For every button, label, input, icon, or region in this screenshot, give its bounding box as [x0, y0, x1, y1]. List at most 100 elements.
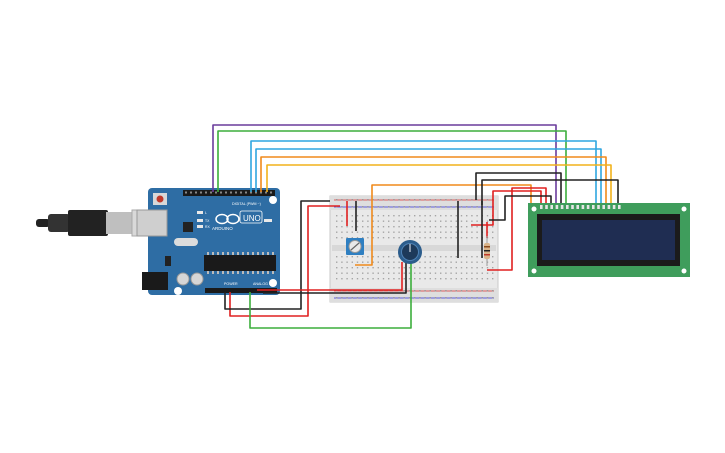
wire-black-pot[interactable] — [263, 262, 407, 294]
breadboard-hole — [476, 231, 478, 233]
breadboard-hole — [377, 256, 379, 258]
breadboard-hole — [429, 231, 431, 233]
breadboard-hole — [362, 231, 364, 233]
chip-leg — [272, 271, 274, 274]
breadboard-hole — [486, 272, 489, 274]
header-pin — [230, 191, 232, 194]
breadboard-hole — [460, 226, 463, 228]
breadboard-hole — [356, 256, 359, 258]
breadboard-hole — [492, 256, 494, 258]
breadboard-hole — [414, 272, 416, 274]
wire-purple[interactable] — [212, 124, 557, 207]
breadboard-hole — [445, 226, 447, 228]
breadboard-hole — [492, 261, 494, 263]
breadboard-hole — [440, 297, 442, 299]
breadboard-hole — [408, 237, 411, 239]
chip-leg — [252, 271, 254, 274]
lcd-16x2[interactable] — [528, 203, 690, 277]
trimmer-potentiometer[interactable] — [346, 238, 364, 255]
breadboard-hole — [398, 206, 400, 208]
wire-black-lcd-1[interactable] — [475, 172, 562, 207]
breadboard-hole — [486, 206, 489, 208]
breadboard-hole — [424, 199, 426, 201]
breadboard-hole — [398, 297, 400, 299]
header-pin — [190, 191, 192, 194]
chip-leg — [257, 271, 259, 274]
breadboard-hole — [382, 199, 385, 201]
wire-green-top[interactable] — [217, 130, 567, 207]
breadboard-hole — [356, 237, 359, 239]
breadboard-hole — [336, 278, 338, 280]
chip-leg — [227, 252, 229, 255]
power-header-label: POWER — [224, 282, 238, 286]
breadboard-hole — [356, 272, 359, 274]
led-on — [264, 219, 272, 222]
breadboard-hole — [471, 297, 473, 299]
breadboard-hole — [450, 220, 452, 222]
breadboard-hole — [388, 261, 390, 263]
breadboard-hole — [466, 199, 468, 201]
wire-teal[interactable] — [255, 148, 602, 207]
breadboard-hole — [341, 261, 343, 263]
mount-hole — [681, 206, 687, 212]
breadboard-hole — [414, 278, 416, 280]
resistor[interactable] — [484, 236, 490, 266]
breadboard-hole — [471, 199, 473, 201]
breadboard-hole — [466, 215, 468, 217]
header-pin — [250, 191, 252, 194]
breadboard-hole — [388, 278, 390, 280]
breadboard-hole — [466, 220, 468, 222]
breadboard-hole — [382, 261, 385, 263]
wire-orange-pot[interactable] — [355, 184, 532, 266]
breadboard-hole — [486, 267, 489, 269]
breadboard-hole — [429, 278, 431, 280]
header-pin — [195, 191, 197, 194]
wire-black-gnd[interactable] — [224, 200, 330, 310]
wire-orange-top[interactable] — [260, 156, 607, 207]
chip-leg — [222, 252, 224, 255]
led-rx — [197, 225, 203, 228]
breadboard-hole — [414, 290, 416, 292]
potentiometer-knob[interactable] — [398, 240, 422, 264]
wire-green-a0[interactable] — [249, 262, 412, 329]
breadboard-hole — [445, 267, 447, 269]
chip-leg — [267, 271, 269, 274]
breadboard-hole — [367, 267, 369, 269]
breadboard-hole — [434, 206, 437, 208]
wire-red-lcd-2[interactable] — [487, 187, 547, 271]
digital-header — [183, 190, 275, 196]
breadboard-hole — [362, 220, 364, 222]
arduino-uno-board[interactable]: ARDUINO UNO DIGITAL (PWM ~) POWER ANALOG… — [136, 188, 280, 295]
wire-black-lcd-2[interactable] — [481, 179, 619, 207]
breadboard-hole — [408, 220, 411, 222]
breadboard-hole — [408, 272, 411, 274]
breadboard-hole — [419, 226, 421, 228]
breadboard-hole — [336, 256, 338, 258]
lcd-pin — [545, 205, 548, 209]
chip-leg — [262, 271, 264, 274]
breadboard-hole — [388, 215, 390, 217]
breadboard-hole — [440, 206, 442, 208]
wire-red-5v[interactable] — [229, 205, 340, 317]
chip-leg — [247, 271, 249, 274]
breadboard-hole — [414, 220, 416, 222]
breadboard-hole — [382, 220, 385, 222]
wire-red-pot[interactable] — [257, 262, 403, 291]
breadboard-hole — [492, 226, 494, 228]
mount-hole — [681, 268, 687, 274]
breadboard-hole — [429, 206, 431, 208]
wire-blue[interactable] — [250, 140, 597, 207]
breadboard-hole — [429, 261, 431, 263]
breadboard-hole — [356, 215, 359, 217]
chip-leg — [247, 252, 249, 255]
breadboard-hole — [419, 237, 421, 239]
wire-yellow[interactable] — [266, 164, 612, 207]
breadboard-hole — [445, 278, 447, 280]
wire-black-lcd-3[interactable] — [489, 195, 552, 221]
breadboard-hole — [481, 261, 483, 263]
lcd-pin — [540, 205, 543, 209]
breadboard-hole — [471, 206, 473, 208]
lcd-pin — [566, 205, 569, 209]
